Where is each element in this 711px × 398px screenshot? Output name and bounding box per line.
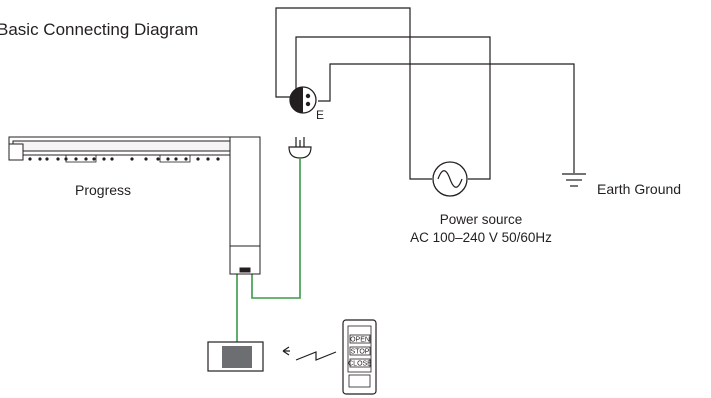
wall-outlet	[289, 86, 317, 114]
power-source-line2: AC 100–240 V 50/60Hz	[410, 229, 552, 245]
motor-unit	[229, 136, 261, 275]
plug-cable	[251, 158, 301, 299]
remote-close-label: CLOSE	[348, 361, 372, 368]
earth-ground-icon	[562, 173, 586, 187]
receiver-unit	[207, 341, 264, 372]
remote-stop-button[interactable]	[349, 346, 371, 356]
curtain-track	[8, 136, 255, 163]
remote-control: OPEN STOP CLOSE	[342, 319, 377, 395]
earth-wire	[318, 63, 575, 173]
mains-wire-outer	[275, 7, 432, 180]
outlet-pin-bottom	[305, 101, 311, 107]
remote-open-button[interactable]	[349, 334, 371, 344]
ac-power-source-icon	[432, 161, 468, 197]
outlet-pin-top	[305, 93, 311, 99]
remote-stop-label: STOP	[351, 349, 370, 356]
diagram-title: Basic Connecting Diagram	[0, 20, 199, 39]
outlet-ground-mark: E	[316, 108, 325, 122]
wireless-signal-icon	[282, 346, 337, 361]
motor-label: Progress	[75, 182, 132, 198]
mains-wire-middle	[295, 36, 491, 180]
power-plug-icon	[288, 137, 312, 159]
power-source-label: Power source AC 100–240 V 50/60Hz	[376, 211, 586, 246]
remote-open-label: OPEN	[350, 337, 370, 344]
remote-close-button[interactable]	[349, 358, 371, 368]
earth-ground-label: Earth Ground	[597, 181, 682, 197]
power-source-line1: Power source	[439, 212, 523, 227]
